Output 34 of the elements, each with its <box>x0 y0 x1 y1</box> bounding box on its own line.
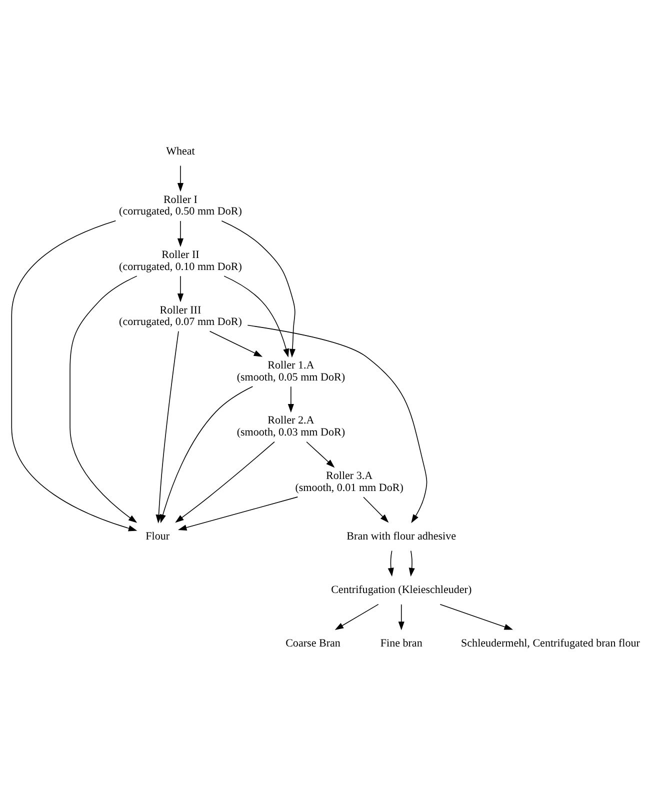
arrow <box>247 324 428 523</box>
arrow <box>224 275 290 357</box>
arrow <box>70 275 138 522</box>
node-text: Roller 2.A (smooth, 0.03 mm DoR) <box>236 414 346 438</box>
arrow <box>388 550 394 576</box>
node-text: Roller I (corrugated, 0.50 mm DoR) <box>119 193 242 218</box>
node-text: Wheat <box>166 144 195 157</box>
arrow <box>440 603 514 630</box>
arrow <box>156 330 179 523</box>
node-text: Roller II (corrugated, 0.10 mm DoR) <box>119 248 242 272</box>
node-text: Roller 1.A (smooth, 0.05 mm DoR) <box>236 358 346 383</box>
arrow <box>160 386 254 523</box>
arrow <box>11 220 138 531</box>
arrow <box>288 386 294 412</box>
arrow <box>209 330 263 356</box>
arrow <box>177 275 184 302</box>
node-text: Centrifugation (Kleieschleuder) <box>331 583 472 596</box>
arrow <box>408 550 415 576</box>
arrow <box>175 440 275 522</box>
arrow <box>177 220 184 247</box>
node-text: Schleudermehl, Centrifugated bran flour <box>461 637 640 650</box>
node-text: Roller III (corrugated, 0.07 mm DoR) <box>119 304 242 328</box>
arrow <box>363 496 389 522</box>
node-text: Flour <box>146 530 170 542</box>
node-text: Fine bran <box>380 637 422 650</box>
node-text: Roller 3.A (smooth, 0.01 mm DoR) <box>295 469 404 494</box>
node-text: Coarse Bran <box>286 637 340 650</box>
arrow <box>177 164 184 192</box>
arrow <box>178 496 298 530</box>
node-text: Bran with flour adhesive <box>346 530 456 542</box>
arrow <box>398 604 404 630</box>
arrow <box>221 220 296 358</box>
arrow <box>334 603 379 630</box>
arrow <box>306 440 335 468</box>
